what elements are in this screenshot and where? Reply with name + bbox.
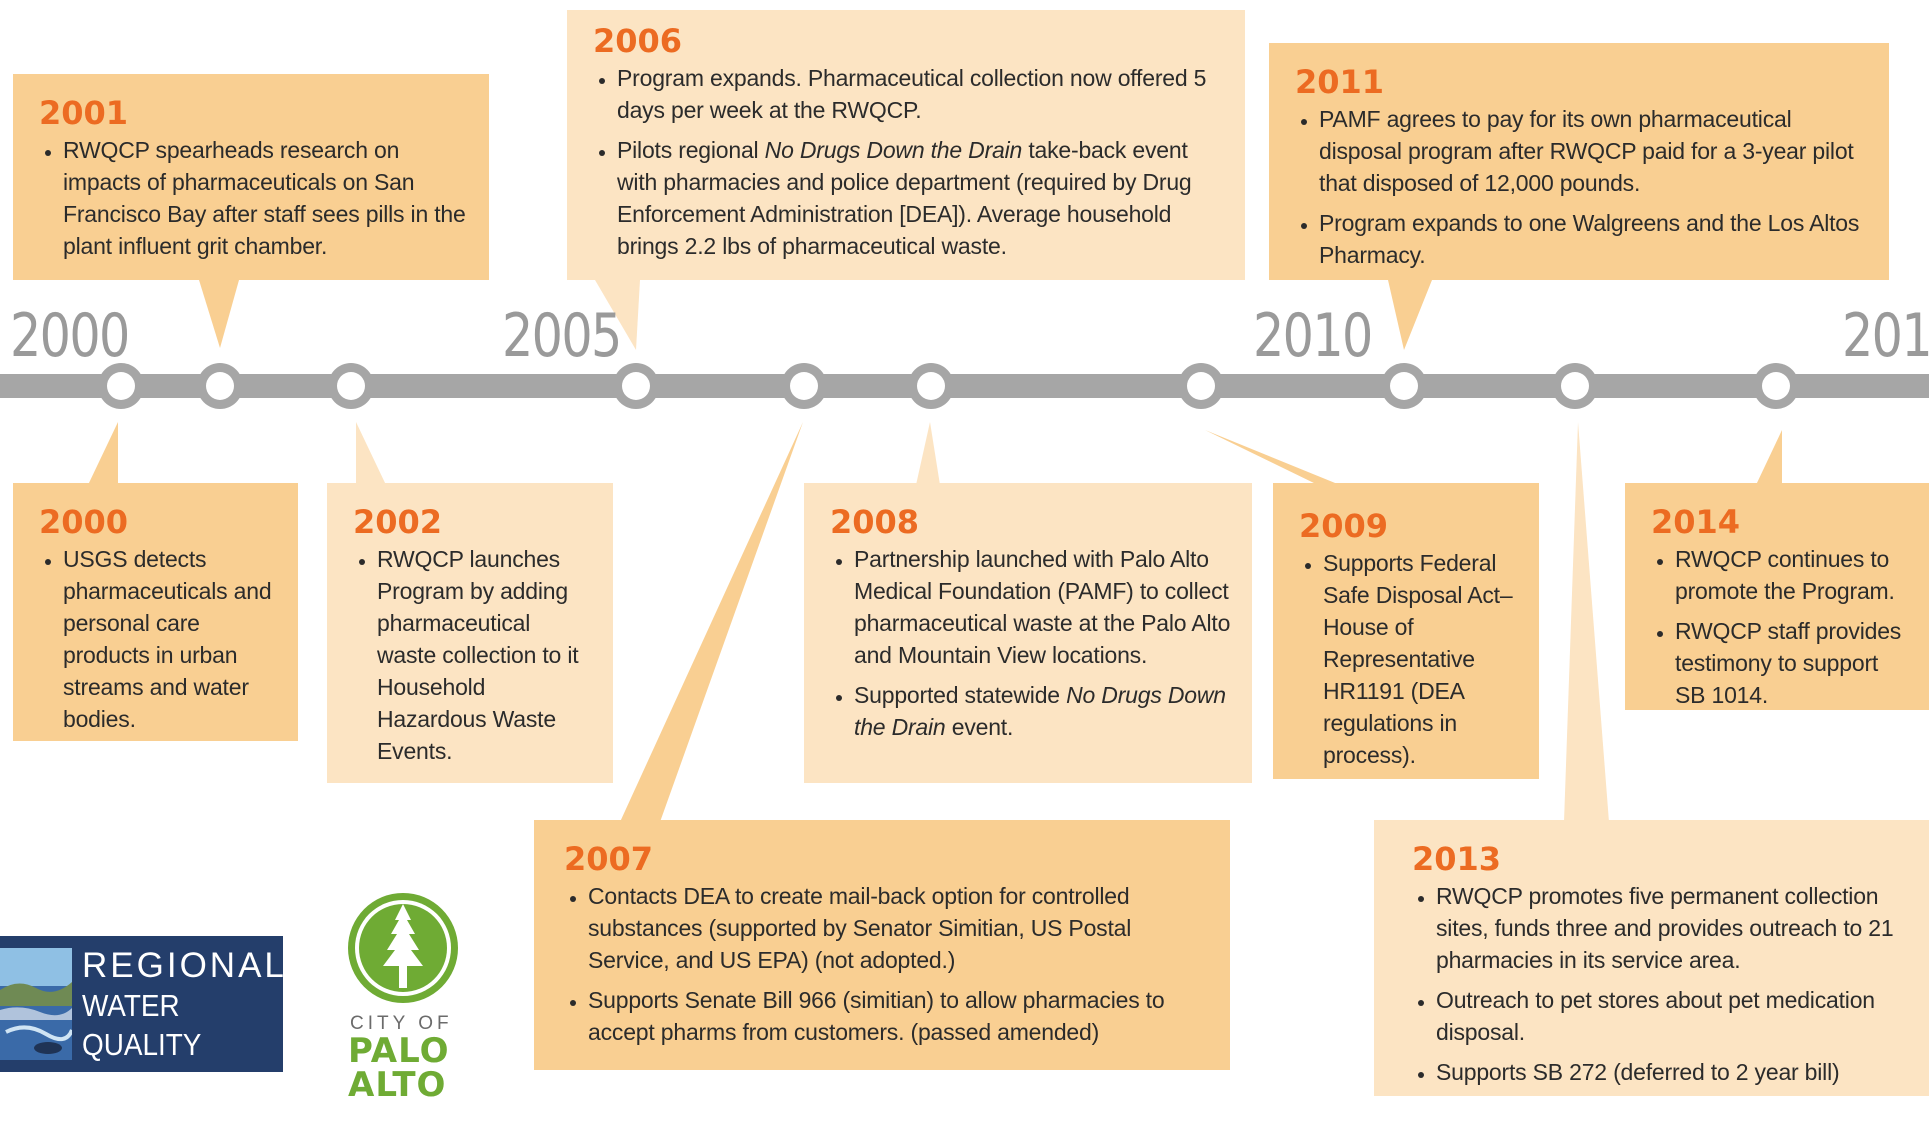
event-year-2013: 2013 — [1412, 840, 1502, 878]
event-item-text: Pilots regional — [617, 137, 765, 163]
event-list-2006: Program expands. Pharmaceutical collecti… — [593, 62, 1227, 262]
event-year-2014: 2014 — [1651, 503, 1741, 541]
connector-2011 — [1388, 280, 1432, 350]
axis-year-2015: 2015 — [1842, 301, 1929, 371]
event-list-2013: RWQCP promotes five permanent collection… — [1412, 880, 1911, 1088]
timeline-node-2014 — [1753, 363, 1799, 409]
event-item: RWQCP spearheads research on impacts of … — [63, 134, 471, 262]
event-year-2000: 2000 — [39, 503, 129, 541]
rwqcp-logo-line2: WATER QUALITY — [82, 988, 202, 1062]
event-box-2009: 2009 Supports Federal Safe Disposal Act–… — [1273, 483, 1539, 779]
timeline-diagram: 2000 2005 2010 2015 2001 RWQCP spearhead… — [0, 0, 1929, 1096]
event-box-2001: 2001 RWQCP spearheads research on impact… — [13, 74, 489, 280]
event-box-2006: 2006 Program expands. Pharmaceutical col… — [567, 10, 1245, 280]
event-box-2011: 2011 PAMF agrees to pay for its own phar… — [1269, 43, 1889, 280]
event-year-2006: 2006 — [593, 22, 683, 60]
event-list-2008: Partnership launched with Palo Alto Medi… — [830, 543, 1234, 743]
event-item-text: take-back event with pharmacies and poli… — [617, 137, 1192, 259]
axis-year-2000: 2000 — [10, 301, 130, 371]
event-item: PAMF agrees to pay for its own pharmaceu… — [1319, 103, 1871, 199]
event-item: Partnership launched with Palo Alto Medi… — [854, 543, 1234, 671]
event-item: USGS detects pharmaceuticals and persona… — [63, 543, 280, 735]
palo-alto-name-line1: PALO — [348, 1031, 450, 1071]
rwqcp-logo-line1: REGIONAL — [82, 946, 287, 985]
timeline-node-2011 — [1381, 363, 1427, 409]
event-item-emphasis: No Drugs Down the Drain — [764, 137, 1023, 163]
event-box-2014: 2014 RWQCP continues to promote the Prog… — [1625, 483, 1929, 710]
event-item: Program expands to one Walgreens and the… — [1319, 207, 1871, 271]
connector-2001 — [199, 280, 239, 348]
event-item: Outreach to pet stores about pet medicat… — [1436, 984, 1911, 1048]
city-of-palo-alto-logo: CITY OF PALO ALTO — [340, 890, 470, 1102]
event-year-2011: 2011 — [1295, 63, 1385, 101]
event-item: RWQCP promotes five permanent collection… — [1436, 880, 1911, 976]
event-item: Supports SB 272 (deferred to 2 year bill… — [1436, 1056, 1911, 1088]
event-item: RWQCP continues to promote the Program. — [1675, 543, 1911, 607]
connector-2014 — [1756, 430, 1782, 485]
timeline-node-2001 — [197, 363, 243, 409]
event-list-2011: PAMF agrees to pay for its own pharmaceu… — [1295, 103, 1871, 271]
event-year-2008: 2008 — [830, 503, 920, 541]
timeline-node-2006 — [613, 363, 659, 409]
event-list-2009: Supports Federal Safe Disposal Act–House… — [1299, 547, 1521, 771]
timeline-node-2000 — [98, 363, 144, 409]
event-item: RWQCP launches Program by adding pharmac… — [377, 543, 595, 767]
palo-alto-name: PALO ALTO — [348, 1034, 449, 1102]
redwood-tree-seal-icon — [348, 893, 458, 1003]
event-year-2009: 2009 — [1299, 507, 1389, 545]
event-box-2008: 2008 Partnership launched with Palo Alto… — [804, 483, 1252, 783]
event-list-2000: USGS detects pharmaceuticals and persona… — [39, 543, 280, 735]
connector-2000 — [88, 422, 118, 485]
timeline-node-2013 — [1552, 363, 1598, 409]
connector-2008 — [916, 422, 940, 485]
connector-2007 — [620, 422, 803, 822]
timeline-node-2009 — [1178, 363, 1224, 409]
callout-connectors — [88, 280, 1782, 822]
rwqcp-logo: REGIONAL WATER QUALITY CONTROL PLANT — [0, 936, 284, 1140]
event-item: Supports Senate Bill 966 (simitian) to a… — [588, 984, 1212, 1048]
palo-alto-city-of: CITY OF — [350, 1013, 453, 1034]
connector-2013 — [1564, 422, 1609, 822]
bay-landscape-icon — [0, 948, 72, 1060]
event-item-text: event. — [945, 714, 1014, 740]
timeline-node-2002 — [328, 363, 374, 409]
event-item: Pilots regional No Drugs Down the Drain … — [617, 134, 1227, 262]
event-item: Supports Federal Safe Disposal Act–House… — [1323, 547, 1521, 771]
event-year-2002: 2002 — [353, 503, 443, 541]
connector-2006 — [595, 280, 640, 350]
palo-alto-name-line2: ALTO — [348, 1065, 447, 1105]
event-box-2013: 2013 RWQCP promotes five permanent colle… — [1374, 820, 1929, 1096]
event-list-2001: RWQCP spearheads research on impacts of … — [39, 134, 471, 262]
connector-2002 — [356, 422, 386, 485]
event-item-text: Supported statewide — [854, 682, 1067, 708]
axis-year-2005: 2005 — [502, 301, 622, 371]
event-year-2001: 2001 — [39, 94, 129, 132]
timeline-bar — [0, 374, 1929, 398]
event-item-emphasis: No Drugs Down the Drain — [854, 682, 1226, 740]
event-list-2007: Contacts DEA to create mail-back option … — [564, 880, 1212, 1048]
rwqcp-logo-line3: CONTROL PLANT — [82, 1066, 218, 1140]
event-item: Supported statewide No Drugs Down the Dr… — [854, 679, 1234, 743]
event-list-2002: RWQCP launches Program by adding pharmac… — [353, 543, 595, 767]
connector-2009 — [1205, 430, 1340, 485]
timeline-node-2008 — [908, 363, 954, 409]
event-item: RWQCP staff provides testimony to suppor… — [1675, 615, 1911, 711]
event-year-2007: 2007 — [564, 840, 654, 878]
timeline-node-2007 — [781, 363, 827, 409]
event-box-2007: 2007 Contacts DEA to create mail-back op… — [534, 820, 1230, 1070]
event-item: Contacts DEA to create mail-back option … — [588, 880, 1212, 976]
event-item: Program expands. Pharmaceutical collecti… — [617, 62, 1227, 126]
event-box-2000: 2000 USGS detects pharmaceuticals and pe… — [13, 483, 298, 741]
axis-year-2010: 2010 — [1253, 301, 1373, 371]
event-list-2014: RWQCP continues to promote the Program. … — [1651, 543, 1911, 711]
event-box-2002: 2002 RWQCP launches Program by adding ph… — [327, 483, 613, 783]
